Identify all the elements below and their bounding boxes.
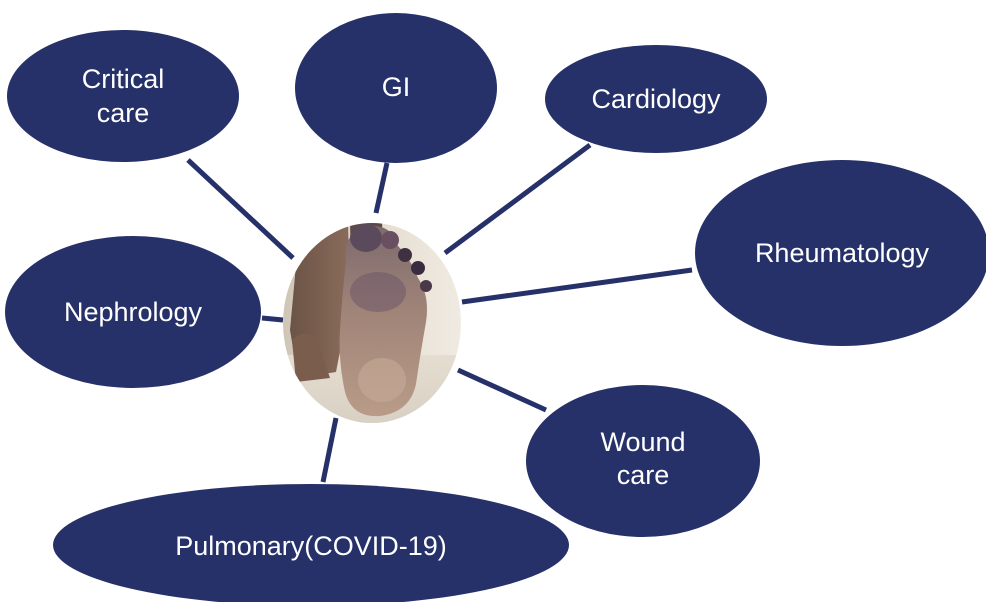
center-photo [280, 220, 470, 430]
connector-cardiology [445, 145, 590, 253]
connector-wound-care [458, 370, 546, 410]
label-gi: GI [382, 72, 411, 102]
node-gi: GI [295, 13, 497, 163]
node-nephrology: Nephrology [5, 236, 261, 388]
connector-gi [376, 163, 387, 213]
connector-pulmonary [323, 418, 336, 482]
label-rheumatology: Rheumatology [755, 238, 930, 268]
label-wound-care-line2: care [617, 460, 670, 490]
node-wound-care: Wound care [526, 385, 760, 537]
label-nephrology: Nephrology [64, 297, 203, 327]
label-critical-care-line2: care [97, 98, 150, 128]
node-cardiology: Cardiology [545, 45, 767, 153]
label-wound-care: Wound [600, 427, 685, 457]
connector-critical-care [188, 160, 293, 258]
label-pulmonary: Pulmonary(COVID-19) [175, 531, 447, 561]
connector-rheumatology [462, 270, 692, 302]
label-cardiology: Cardiology [591, 84, 721, 114]
node-pulmonary: Pulmonary(COVID-19) [53, 484, 569, 602]
node-rheumatology: Rheumatology [695, 160, 986, 346]
connector-nephrology [262, 318, 283, 320]
label-critical-care: Critical [82, 64, 165, 94]
node-critical-care: Critical care [7, 30, 239, 162]
